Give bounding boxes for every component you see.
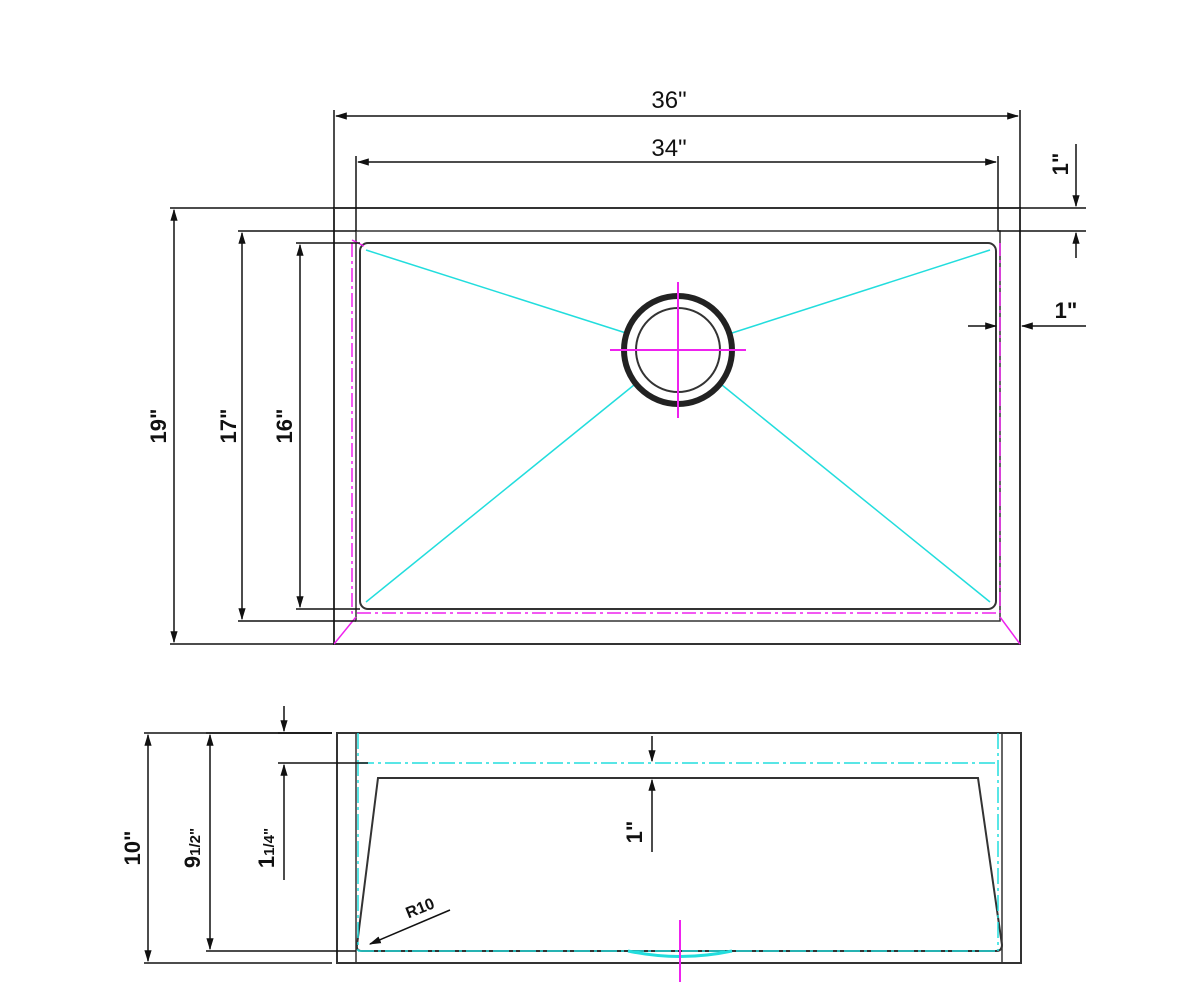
inner-depth-label: 17": [216, 409, 241, 444]
dimension-overall-height: 10": [120, 732, 332, 964]
top-view: 36" 34" 19" 17" 16": [146, 87, 1086, 645]
corner-bevel-right: [999, 616, 1021, 645]
side-bowl-profile: [355, 777, 1004, 952]
side-rim-label: 1": [1055, 298, 1078, 323]
rim-drop-label: 1": [622, 821, 647, 844]
side-centerlines: [357, 733, 999, 952]
bowl-edge-centerline: [351, 243, 1001, 614]
bowl-height-label: 91/2": [180, 828, 205, 868]
bowl-outline: [359, 242, 997, 610]
dimension-top-rim: 1": [998, 144, 1086, 258]
bowl-height-whole: 9: [180, 856, 205, 868]
bowl-width-label: 34": [651, 135, 686, 162]
dimension-bowl-depth: 16": [272, 242, 360, 610]
drain-slope-lines: [365, 249, 991, 603]
dimension-overall-depth: 19": [146, 207, 334, 645]
overall-height-label: 10": [120, 831, 145, 866]
sink-outer-outline: [333, 207, 1021, 645]
side-view: 10" 91/2" 11/4" 1": [120, 706, 1022, 982]
dimension-flange: 11/4": [254, 706, 368, 880]
flange-whole: 1: [254, 856, 279, 868]
overall-depth-label: 19": [146, 409, 171, 444]
dimension-side-rim: 1": [968, 298, 1086, 330]
corner-radius-callout: R10: [368, 895, 451, 945]
flange-label: 11/4": [254, 828, 279, 868]
dimension-rim-drop: 1": [622, 736, 656, 852]
dimension-inner-depth: 17": [216, 230, 356, 622]
bowl-depth-label: 16": [272, 409, 297, 444]
dimension-overall-width: 36": [333, 87, 1021, 208]
top-rim-label: 1": [1048, 153, 1073, 176]
bowl-height-fraction: 1/2": [187, 828, 204, 856]
dimension-bowl-width: 34": [355, 135, 999, 231]
overall-width-label: 36": [651, 87, 686, 114]
dimension-bowl-height: 91/2": [180, 732, 356, 952]
flange-fraction: 1/4": [261, 828, 278, 856]
